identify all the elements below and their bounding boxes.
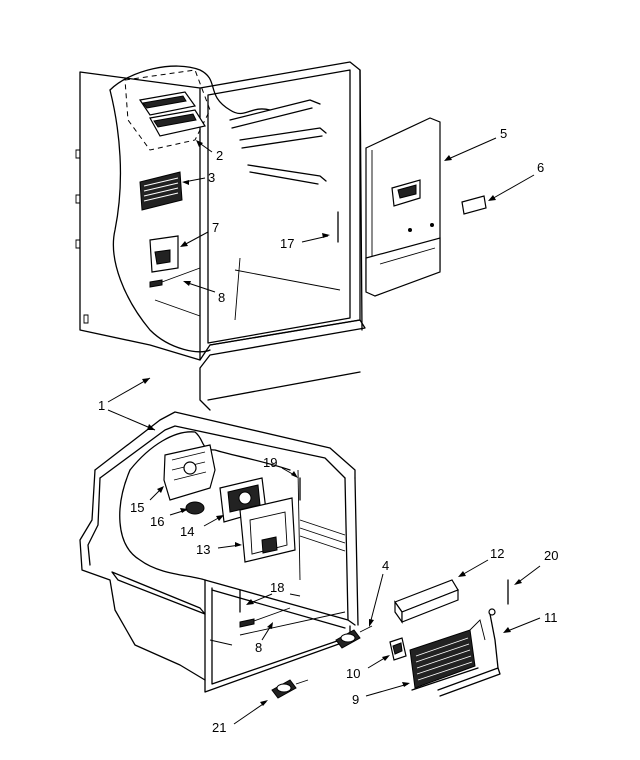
control-panel [365, 117, 441, 297]
callout-16: 16 [150, 514, 164, 529]
callout-17: 17 [280, 236, 294, 251]
callout-9: 9 [352, 692, 359, 707]
wire-connector [389, 637, 407, 661]
callout-1: 1 [98, 398, 105, 413]
callout-3: 3 [208, 170, 215, 185]
callout-8-upper: 8 [218, 290, 225, 305]
callout-10: 10 [346, 666, 360, 681]
callout-18: 18 [270, 580, 284, 595]
callout-6: 6 [537, 160, 544, 175]
callout-5: 5 [500, 126, 507, 141]
callout-2: 2 [216, 148, 223, 163]
lower-liner [79, 411, 359, 693]
damper-duct [394, 579, 459, 624]
thermistor-clip-lower [239, 607, 291, 628]
upper-liner [75, 61, 366, 411]
evaporator-cover [163, 444, 216, 501]
control-housing [149, 235, 179, 273]
callout-leaders [107, 137, 541, 725]
control-overlay [461, 195, 487, 215]
callout-13: 13 [196, 542, 210, 557]
air-grille [139, 171, 183, 211]
light-shield-assembly [124, 69, 211, 151]
callout-20: 20 [544, 548, 558, 563]
callout-19: 19 [263, 455, 277, 470]
callout-labels: 1 2 3 4 5 6 7 8 8 9 10 11 12 13 14 15 16… [98, 126, 558, 735]
duct-cover [239, 497, 296, 563]
light-socket-upper [335, 625, 373, 649]
callout-12: 12 [490, 546, 504, 561]
callout-11: 11 [544, 610, 558, 625]
callout-21: 21 [212, 720, 226, 735]
callout-15: 15 [130, 500, 144, 515]
callout-14: 14 [180, 524, 194, 539]
callout-8-lower: 8 [255, 640, 262, 655]
callout-4: 4 [382, 558, 389, 573]
fan-grommet [185, 501, 205, 515]
thermistor-clip-upper [149, 267, 201, 288]
defrost-heater [437, 608, 501, 697]
callout-7: 7 [212, 220, 219, 235]
evaporator-coil [409, 619, 486, 691]
light-socket-lower [271, 679, 309, 699]
